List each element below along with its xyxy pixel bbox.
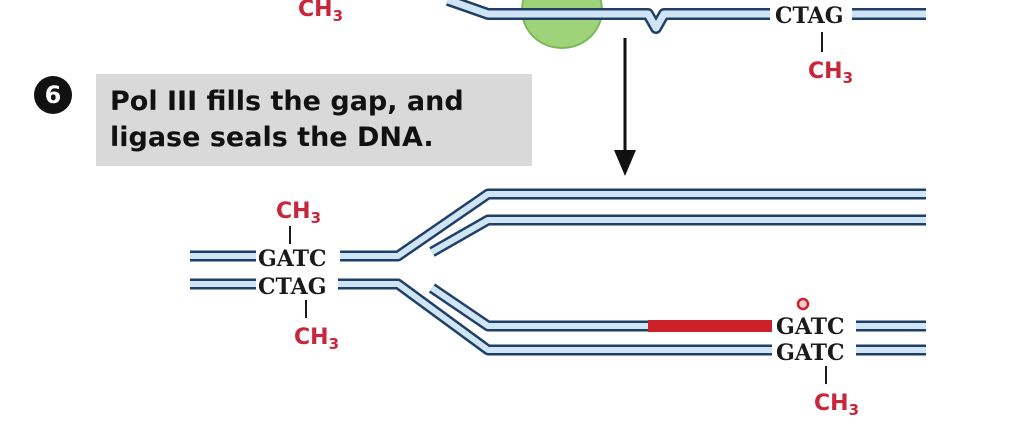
enzyme-blob: [521, 0, 603, 49]
methyl-label-right: CH3: [814, 391, 859, 419]
sequence-left-upper: GATC: [258, 246, 327, 272]
top-fragment: CH3 CTAG CH3: [298, 0, 926, 87]
step-number-badge: 6: [34, 76, 72, 114]
methylation-site-marker: [796, 297, 810, 311]
methyl-label-top-left: CH3: [298, 0, 343, 25]
sequence-top-right: CTAG: [775, 3, 844, 29]
methyl-label-top-right: CH3: [808, 59, 853, 87]
step-caption-box: Pol III fills the gap, and ligase seals …: [96, 74, 532, 166]
sequence-right-upper: GATC: [776, 314, 845, 340]
new-dna-segment: [648, 320, 772, 332]
replication-fork: [190, 188, 926, 356]
top-dna-strand-fill: [446, 0, 926, 32]
methyl-label-left-top: CH3: [276, 199, 321, 227]
methyl-label-left-bottom: CH3: [294, 325, 339, 353]
right-labels: GATC GATC CH3: [776, 297, 859, 419]
sequence-right-lower: GATC: [776, 340, 845, 366]
down-arrow: [614, 38, 636, 176]
sequence-left-lower: CTAG: [258, 274, 327, 300]
daughter-strand-1: [430, 217, 926, 255]
daughter-strand-1-outline: [429, 214, 926, 257]
left-labels: CH3 GATC CTAG CH3: [258, 199, 339, 353]
parent-strand-2: [190, 281, 926, 353]
step-description: Pol III fills the gap, and ligase seals …: [110, 86, 464, 153]
parent-strand-1: [190, 191, 926, 259]
